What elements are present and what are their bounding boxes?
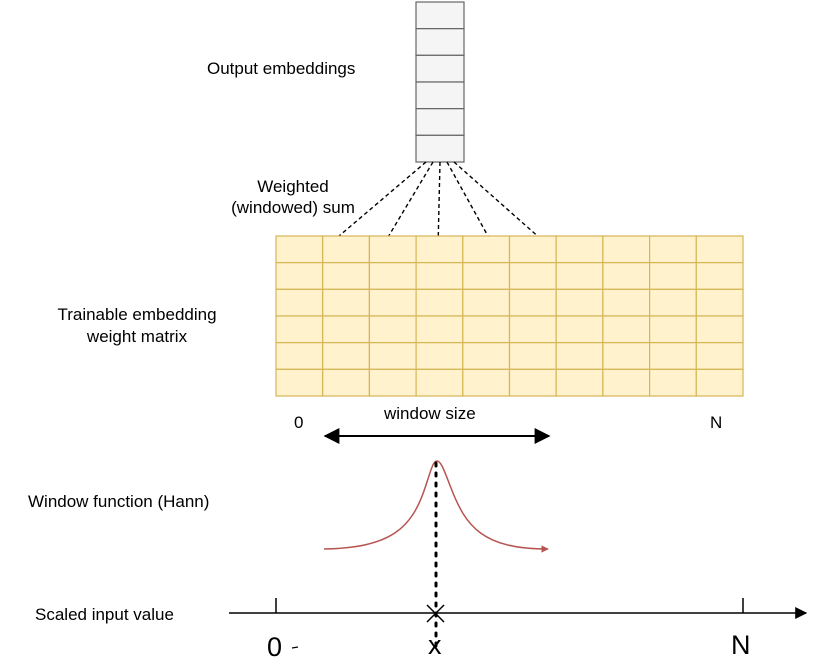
matrix-cell [462, 342, 511, 370]
matrix-cell [555, 235, 604, 264]
embedding-weight-matrix [275, 235, 744, 397]
axis-x-label: x [428, 630, 442, 660]
axis-zero-mark [291, 646, 299, 649]
matrix-cell [508, 342, 557, 370]
matrix-cell [368, 288, 417, 317]
matrix-cell [508, 288, 557, 317]
matrix-cell [602, 368, 651, 397]
matrix-cell [602, 262, 651, 290]
matrix-cell [648, 342, 697, 370]
axis-end-label: N [731, 630, 751, 660]
matrix-label-line2: weight matrix [86, 327, 188, 346]
output-embeddings-vector [415, 1, 465, 163]
weighted-sum-connector [338, 161, 427, 237]
output-embedding-cell [415, 81, 465, 110]
matrix-cell [648, 368, 697, 397]
matrix-cell [368, 342, 417, 370]
output-embedding-cell [415, 54, 465, 83]
matrix-cell [275, 262, 324, 290]
matrix-cell [508, 368, 557, 397]
matrix-cell [508, 262, 557, 290]
matrix-cell [602, 342, 651, 370]
matrix-cell [415, 342, 464, 370]
matrix-label-line1: Trainable embedding [57, 305, 217, 324]
matrix-cell [415, 315, 464, 344]
matrix-cell [322, 235, 371, 264]
matrix-cell [695, 262, 744, 290]
matrix-cell [415, 368, 464, 397]
matrix-cell [322, 368, 371, 397]
input-x-marker [426, 604, 445, 623]
matrix-cell [322, 288, 371, 317]
matrix-cell [602, 235, 651, 264]
matrix-cell [368, 262, 417, 290]
matrix-cell [368, 368, 417, 397]
matrix-cell [275, 315, 324, 344]
weighted-sum-connector [437, 161, 441, 237]
window-function-label: Window function (Hann) [28, 492, 210, 511]
matrix-cell [508, 315, 557, 344]
matrix-cell [695, 235, 744, 264]
matrix-cell [648, 262, 697, 290]
weighted-sum-connectors [338, 161, 538, 237]
matrix-cell [322, 342, 371, 370]
matrix-end-label: N [710, 413, 723, 432]
matrix-start-label: 0 [294, 413, 304, 432]
matrix-cell [648, 288, 697, 317]
output-embeddings-label: Output embeddings [207, 59, 356, 78]
matrix-cell [555, 342, 604, 370]
output-embedding-cell [415, 134, 465, 163]
matrix-cell [415, 262, 464, 290]
matrix-cell [275, 342, 324, 370]
matrix-cell [695, 288, 744, 317]
matrix-cell [322, 262, 371, 290]
output-embedding-cell [415, 1, 465, 30]
matrix-cell [415, 288, 464, 317]
matrix-cell [322, 315, 371, 344]
scaled-input-label: Scaled input value [35, 605, 174, 624]
matrix-cell [648, 315, 697, 344]
matrix-cell [555, 262, 604, 290]
weighted-sum-connector [453, 161, 538, 237]
matrix-cell [555, 368, 604, 397]
matrix-cell [462, 235, 511, 264]
matrix-cell [462, 288, 511, 317]
matrix-cell [602, 315, 651, 344]
matrix-cell [368, 235, 417, 264]
matrix-cell [275, 235, 324, 264]
matrix-cell [555, 288, 604, 317]
axis-start-label: 0 [267, 632, 283, 662]
output-embedding-cell [415, 108, 465, 136]
weighted-sum-connector [388, 161, 434, 237]
matrix-cell [508, 235, 557, 264]
matrix-cell [462, 368, 511, 397]
matrix-cell [275, 368, 324, 397]
window-size-label: window size [384, 404, 476, 423]
weighted-sum-connector [446, 161, 489, 237]
matrix-cell [695, 315, 744, 344]
output-embedding-cell [415, 28, 465, 56]
matrix-cell [275, 288, 324, 317]
matrix-cell [415, 235, 464, 264]
matrix-cell [695, 368, 744, 397]
hann-window-curve [323, 460, 549, 553]
matrix-cell [462, 262, 511, 290]
matrix-cell [368, 315, 417, 344]
matrix-cell [602, 288, 651, 317]
weighted-sum-label-line2: (windowed) sum [231, 198, 355, 217]
matrix-cell [648, 235, 697, 264]
matrix-cell [695, 342, 744, 370]
weighted-sum-label-line1: Weighted [257, 177, 329, 196]
matrix-cell [462, 315, 511, 344]
matrix-cell [555, 315, 604, 344]
